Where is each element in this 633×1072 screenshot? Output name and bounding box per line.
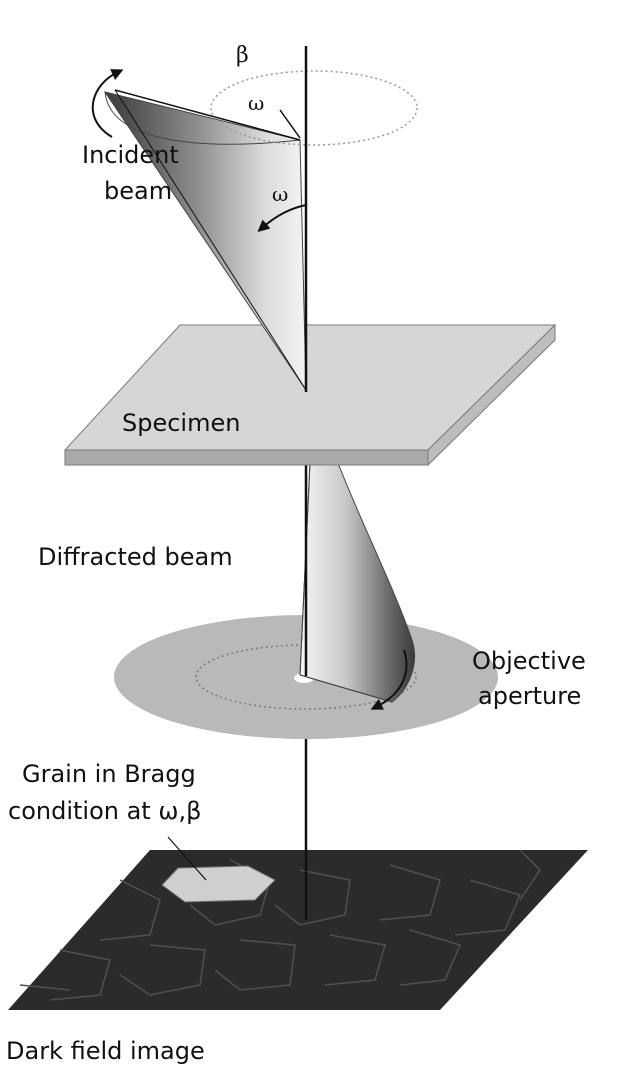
incident-cone bbox=[91, 69, 418, 392]
specimen-label: Specimen bbox=[122, 409, 240, 437]
grain-pointer-line bbox=[167, 836, 207, 881]
beta-label-top: β bbox=[236, 43, 249, 68]
aperture-dotted-path bbox=[195, 644, 417, 710]
grain-label-line2: condition at ω,β bbox=[8, 797, 201, 825]
incident-cone-body bbox=[103, 91, 307, 392]
omega-label-top: ω bbox=[248, 91, 264, 115]
grain-cells bbox=[19, 849, 541, 1001]
image-plane bbox=[8, 850, 588, 1010]
cone-generator-line bbox=[114, 89, 301, 141]
objective-aperture-label-line2: aperture bbox=[478, 682, 581, 710]
bragg-grain bbox=[161, 865, 276, 903]
specimen bbox=[63, 323, 557, 467]
objective-aperture-label-line1: Objective bbox=[472, 647, 586, 675]
diffracted-cone bbox=[299, 462, 416, 710]
incident-beam-label-line2: beam bbox=[104, 177, 172, 205]
diffracted-beam-label: Diffracted beam bbox=[38, 543, 233, 571]
specimen-front bbox=[64, 449, 429, 466]
incident-beam-label-line1: Incident bbox=[82, 141, 179, 169]
cone-apex-line bbox=[279, 109, 301, 139]
cone-axis-line bbox=[114, 89, 307, 391]
grain-label-line1: Grain in Bragg bbox=[22, 760, 196, 788]
dark-field-image-plane bbox=[8, 849, 588, 1010]
beta-rotation-arrow bbox=[91, 69, 124, 138]
omega-label-mid: ω bbox=[272, 182, 288, 206]
diffracted-rotation-arrow bbox=[370, 649, 408, 710]
beam-rotation-dotted-path bbox=[210, 70, 418, 146]
omega-angle-arc bbox=[257, 204, 307, 232]
specimen-side bbox=[427, 323, 556, 467]
dark-field-image-label: Dark field image bbox=[6, 1037, 205, 1065]
